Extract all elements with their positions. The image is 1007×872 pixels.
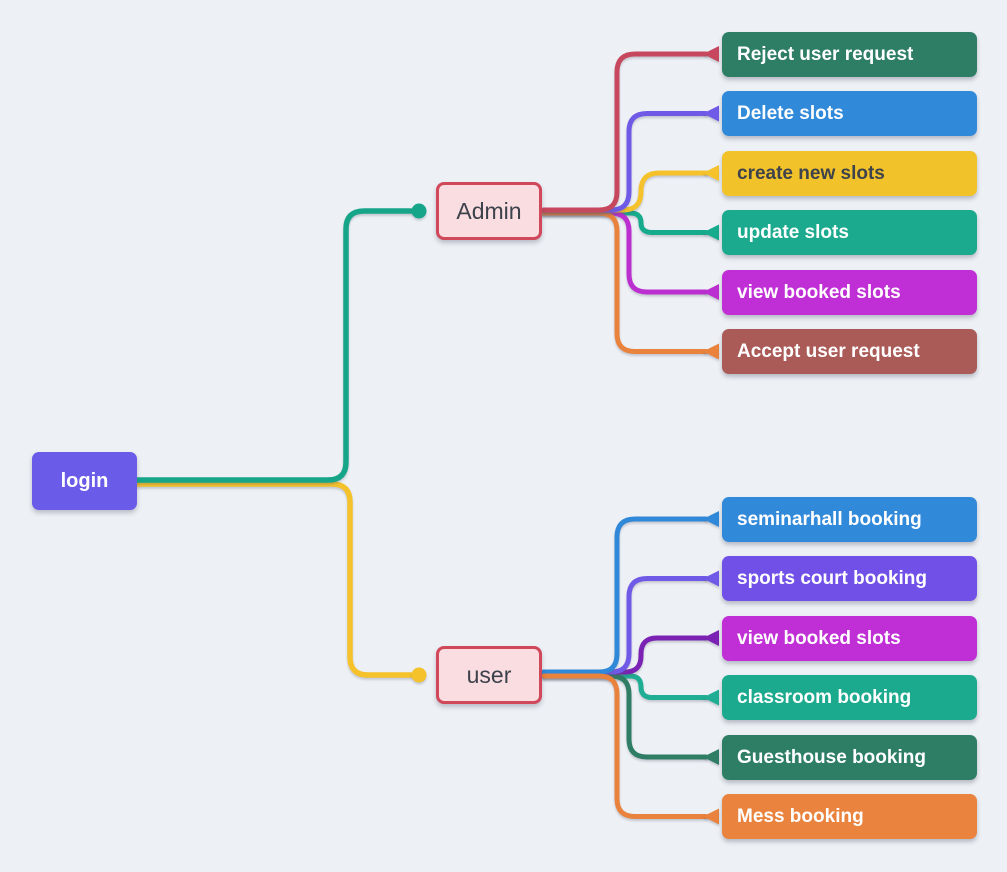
leaf-accept-user-request[interactable]: Accept user request (722, 329, 977, 374)
arrowhead-icon (703, 343, 719, 360)
arrowhead-icon (703, 749, 719, 765)
link-user-guesthouse-booking (541, 673, 709, 760)
collapse-dot-admin[interactable] (411, 203, 427, 219)
arrowhead-icon (703, 46, 719, 62)
leaf-view-booked-slots-admin[interactable]: view booked slots (722, 269, 977, 315)
leaf-view-booked-slots-user[interactable]: view booked slots (722, 615, 977, 661)
leaf-sports-court-booking[interactable]: sports court booking (722, 556, 977, 601)
node-login[interactable]: login (32, 452, 137, 510)
link-user-view-booked-slots (541, 635, 709, 675)
link-admin-create-new-slots (541, 170, 709, 213)
leaf-update-slots[interactable]: update slots (722, 210, 977, 255)
leaf-create-new-slots[interactable]: create new slots (722, 150, 977, 196)
link-admin-accept-user-request (541, 210, 709, 354)
arrowhead-icon (703, 511, 719, 527)
leaf-seminarhall-booking[interactable]: seminarhall booking (722, 496, 977, 542)
arrowhead-icon (703, 570, 719, 587)
link-user-classroom-booking (541, 673, 709, 700)
arrowhead-icon (703, 808, 719, 825)
link-admin-update-slots (541, 210, 709, 235)
arrowhead-icon (703, 224, 719, 241)
link-user-mess-booking (541, 673, 709, 819)
link-admin-view-booked-slots (541, 210, 709, 295)
link-login-admin (134, 208, 414, 483)
collapse-dot-user[interactable] (411, 667, 427, 683)
arrowhead-icon (703, 689, 719, 706)
arrowhead-icon (703, 630, 719, 646)
leaf-reject-user-request[interactable]: Reject user request (722, 31, 977, 77)
arrowhead-icon (703, 165, 719, 181)
link-login-user (134, 481, 414, 678)
node-user[interactable]: user (436, 646, 542, 704)
arrowhead-icon (703, 105, 719, 122)
link-user-seminarhall-booking (541, 516, 709, 675)
arrowhead-icon (703, 284, 719, 300)
leaf-delete-slots[interactable]: Delete slots (722, 91, 977, 136)
leaf-mess-booking[interactable]: Mess booking (722, 794, 977, 839)
leaf-guesthouse-booking[interactable]: Guesthouse booking (722, 734, 977, 780)
node-admin[interactable]: Admin (436, 182, 542, 240)
link-admin-delete-slots (541, 111, 709, 213)
link-user-sports-court-booking (541, 576, 709, 675)
leaf-classroom-booking[interactable]: classroom booking (722, 675, 977, 720)
link-admin-reject-user-request (541, 51, 709, 213)
